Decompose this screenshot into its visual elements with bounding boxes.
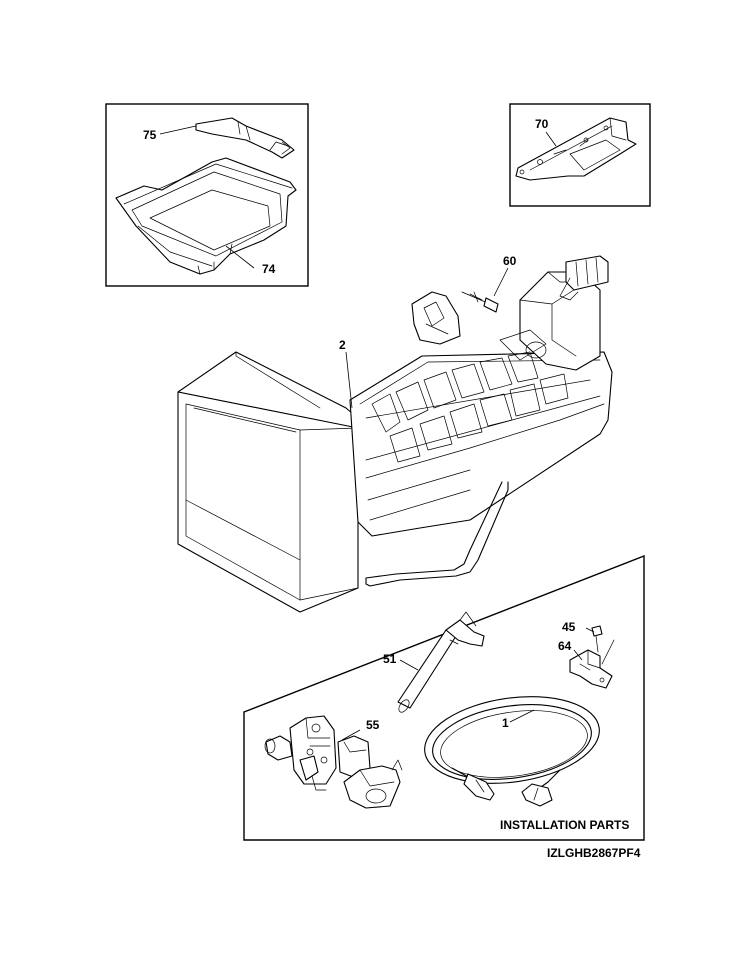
mounting-bracket-icon bbox=[515, 117, 637, 181]
screw-60-icon bbox=[461, 291, 499, 313]
part-label-51: 51 bbox=[383, 652, 397, 666]
installation-parts-box bbox=[243, 554, 645, 841]
ice-maker-assembly-icon bbox=[177, 255, 613, 613]
leader-lines bbox=[159, 125, 595, 741]
reference-code: IZLGHB2867PF4 bbox=[547, 846, 641, 860]
part-label-1: 1 bbox=[502, 716, 509, 730]
screw-45-icon bbox=[591, 625, 603, 653]
ice-bin-icon bbox=[115, 157, 297, 275]
ice-bin-cover-icon bbox=[195, 117, 295, 159]
installation-parts-caption: INSTALLATION PARTS bbox=[500, 818, 630, 832]
bracket-detail-box bbox=[509, 103, 651, 207]
part-label-45: 45 bbox=[562, 620, 576, 634]
part-label-60: 60 bbox=[503, 254, 517, 268]
clamp-icon bbox=[569, 639, 615, 689]
fill-tube-icon bbox=[397, 611, 485, 713]
part-label-55: 55 bbox=[366, 718, 380, 732]
part-label-70: 70 bbox=[535, 117, 549, 131]
water-valve-icon bbox=[264, 715, 403, 809]
bin-detail-box bbox=[105, 103, 309, 287]
part-label-74: 74 bbox=[262, 262, 276, 276]
part-label-64: 64 bbox=[558, 639, 572, 653]
part-label-2: 2 bbox=[339, 338, 346, 352]
part-label-75: 75 bbox=[143, 128, 157, 142]
water-line-coil-icon bbox=[424, 696, 600, 807]
